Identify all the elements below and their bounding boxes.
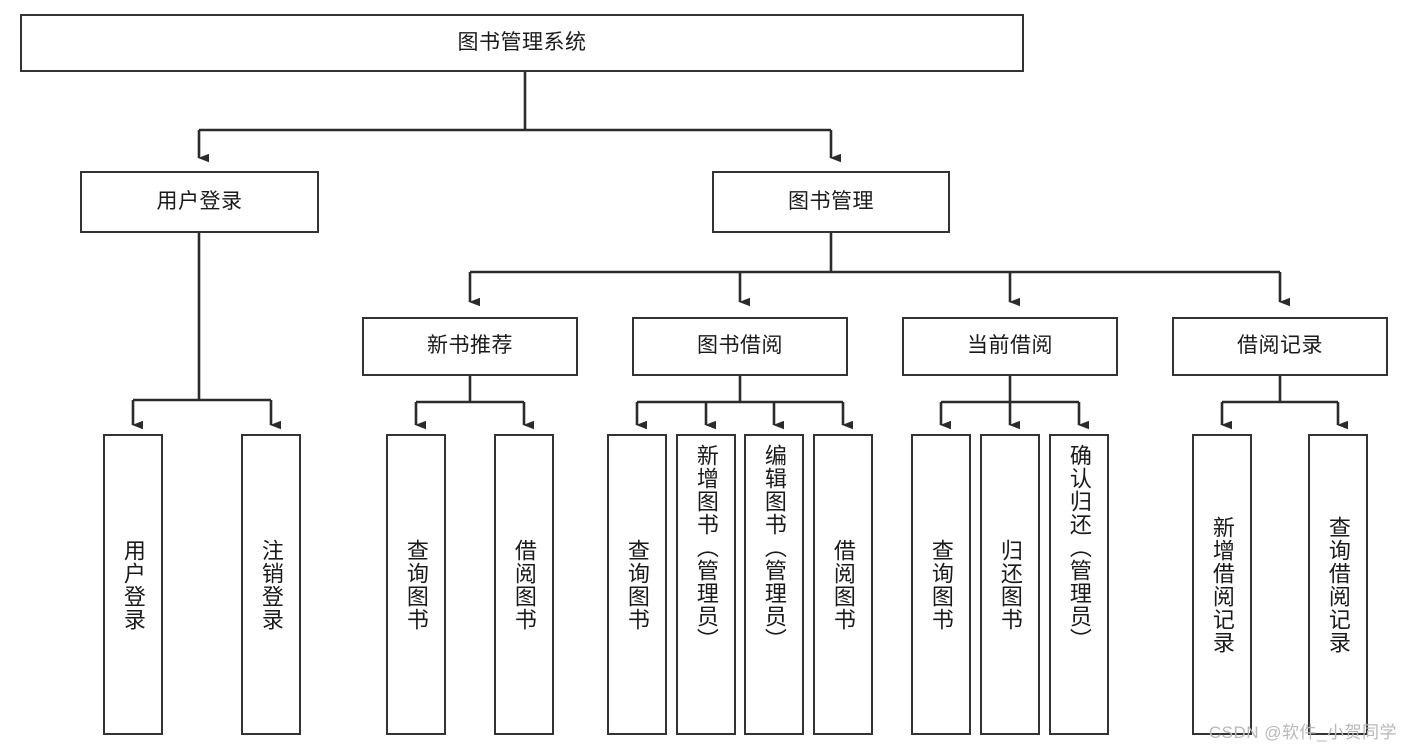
leaf-rec-add-record-label: 新增借阅记录 [1209,515,1235,654]
leaf-borrow-borrow-book[interactable]: 借阅图书 [813,434,873,735]
leaf-user-login-label: 用户登录 [120,538,146,631]
leaf-borrow-borrow-book-label: 借阅图书 [830,538,856,631]
node-root[interactable]: 图书管理系统 [20,14,1024,72]
leaf-borrow-query-book-label: 查询图书 [624,538,650,631]
leaf-user-login[interactable]: 用户登录 [103,434,163,735]
leaf-borrow-query-book[interactable]: 查询图书 [607,434,667,735]
node-borrow-record[interactable]: 借阅记录 [1172,317,1388,376]
leaf-cur-query-book[interactable]: 查询图书 [911,434,971,735]
leaf-cur-confirm-return[interactable]: 确认归还（管理员） [1049,434,1109,735]
leaf-user-logout-label: 注销登录 [258,538,284,631]
leaf-cur-return-book[interactable]: 归还图书 [980,434,1040,735]
node-book-borrow-label: 图书借阅 [697,334,783,358]
leaf-rec-borrow-book[interactable]: 借阅图书 [494,434,554,735]
node-root-label: 图书管理系统 [457,30,587,54]
node-user-login-label: 用户登录 [156,189,243,213]
leaf-borrow-edit-book-label: 编辑图书（管理员） [761,444,787,651]
node-current-borrow-label: 当前借阅 [967,334,1053,358]
node-book-borrow[interactable]: 图书借阅 [632,317,848,376]
node-book-manage[interactable]: 图书管理 [712,171,950,233]
leaf-borrow-add-book-label: 新增图书（管理员） [693,444,719,651]
leaf-rec-query-record[interactable]: 查询借阅记录 [1308,434,1368,735]
node-new-book-rec[interactable]: 新书推荐 [362,317,578,376]
leaf-user-logout[interactable]: 注销登录 [241,434,301,735]
leaf-rec-query-record-label: 查询借阅记录 [1325,515,1351,654]
leaf-cur-return-book-label: 归还图书 [997,538,1023,631]
leaf-borrow-add-book[interactable]: 新增图书（管理员） [676,434,736,735]
node-current-borrow[interactable]: 当前借阅 [902,317,1118,376]
node-borrow-record-label: 借阅记录 [1237,334,1323,358]
leaf-rec-add-record[interactable]: 新增借阅记录 [1192,434,1252,735]
leaf-borrow-edit-book[interactable]: 编辑图书（管理员） [744,434,804,735]
node-book-manage-label: 图书管理 [788,189,874,213]
leaf-cur-query-book-label: 查询图书 [928,538,954,631]
leaf-rec-query-book-label: 查询图书 [403,538,429,631]
node-new-book-rec-label: 新书推荐 [427,334,513,358]
leaf-rec-borrow-book-label: 借阅图书 [511,538,537,631]
leaf-rec-query-book[interactable]: 查询图书 [386,434,446,735]
csdn-watermark: CSDN @软件_小贺同学 [1208,723,1397,742]
leaf-cur-confirm-return-label: 确认归还（管理员） [1066,444,1092,651]
node-user-login[interactable]: 用户登录 [80,171,319,233]
